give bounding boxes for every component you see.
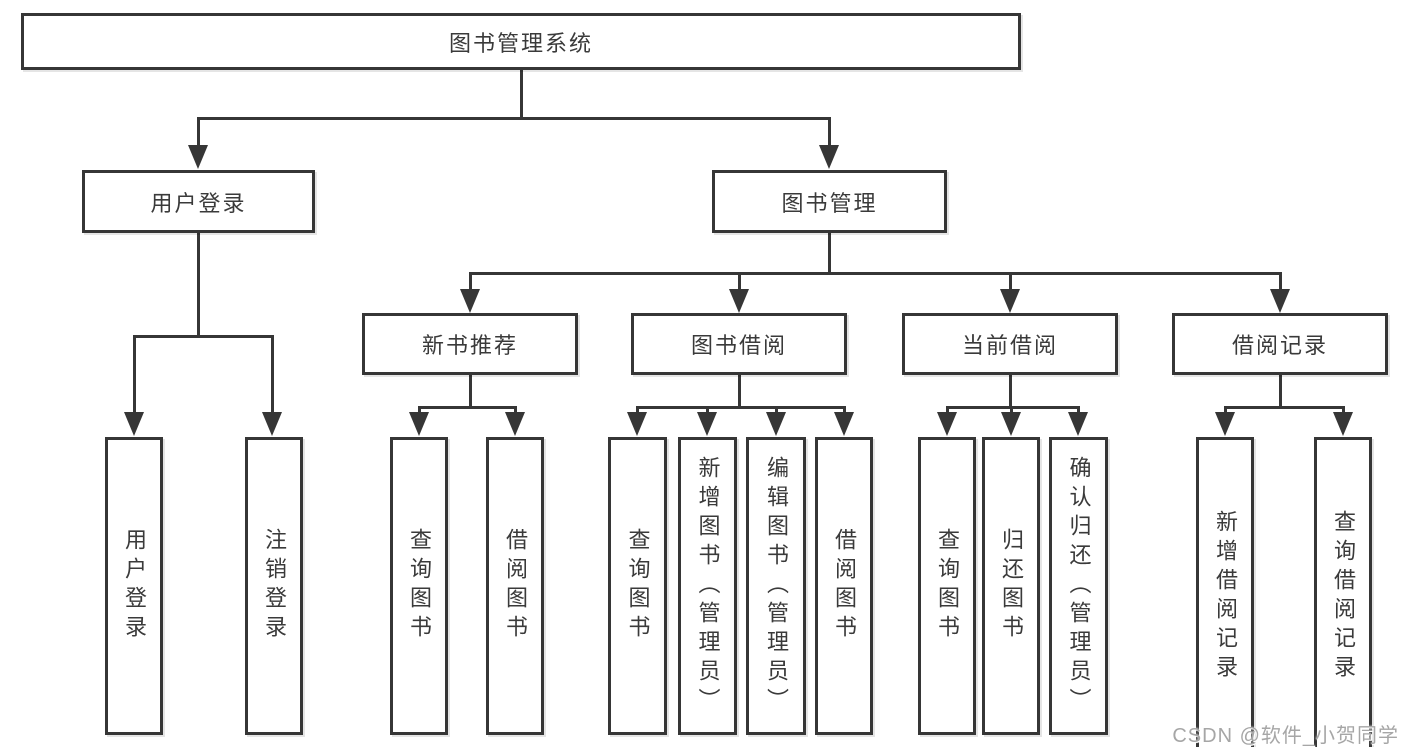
- node-borrow-records: 借阅记录: [1172, 313, 1388, 375]
- arrow-down-icon: [1215, 412, 1235, 436]
- node-root: 图书管理系统: [21, 13, 1021, 70]
- leaf-edit-books-admin: 编辑图书（管理员）: [746, 437, 806, 735]
- arrow-down-icon: [409, 412, 429, 436]
- arrow-down-icon: [188, 145, 208, 169]
- leaf-return-books: 归还图书: [982, 437, 1040, 735]
- leaf-borrow-books-2: 借阅图书: [815, 437, 873, 735]
- connector-recommend-horizontal: [418, 406, 516, 409]
- connector-bookmgmt-horizontal: [469, 272, 1281, 275]
- connector-userlogin-stub: [197, 233, 200, 335]
- arrow-down-icon: [1000, 289, 1020, 313]
- connector-arrow-shaft: [418, 406, 421, 414]
- connector-arrow-shaft: [946, 406, 949, 414]
- connector-arrow-shaft: [706, 406, 709, 414]
- arrow-down-icon: [124, 412, 144, 436]
- connector-arrow-shaft: [636, 406, 639, 414]
- leaf-add-books-admin: 新增图书（管理员）: [678, 437, 737, 735]
- node-book-management: 图书管理: [712, 170, 947, 233]
- arrow-down-icon: [627, 412, 647, 436]
- connector-current-stub: [1009, 375, 1012, 406]
- connector-recommend-stub: [469, 375, 472, 406]
- connector-arrow-shaft: [1077, 406, 1080, 414]
- connector-borrow-stub: [738, 375, 741, 406]
- leaf-query-borrow-record: 查询借阅记录: [1314, 437, 1372, 747]
- arrow-down-icon: [834, 412, 854, 436]
- csdn-watermark: CSDN @软件_小贺同学: [1172, 725, 1399, 747]
- connector-arrow-bookmgmt-shaft: [828, 117, 831, 145]
- arrow-down-icon: [1270, 289, 1290, 313]
- leaf-user-login: 用户登录: [105, 437, 163, 735]
- connector-arrow-shaft: [775, 406, 778, 414]
- connector-arrow-shaft: [1009, 272, 1012, 289]
- arrow-down-icon: [505, 412, 525, 436]
- connector-borrow-horizontal: [636, 406, 845, 409]
- node-current-borrow: 当前借阅: [902, 313, 1118, 375]
- leaf-query-books-3: 查询图书: [918, 437, 976, 735]
- connector-arrow-shaft: [843, 406, 846, 414]
- leaf-confirm-return-admin: 确认归还（管理员）: [1049, 437, 1108, 735]
- arrow-down-icon: [460, 289, 480, 313]
- connector-arrow-shaft: [1342, 406, 1345, 414]
- node-new-book-recommend: 新书推荐: [362, 313, 578, 375]
- connector-arrow-shaft: [514, 406, 517, 414]
- connector-arrow-shaft: [271, 335, 274, 412]
- connector-root-stub: [520, 69, 523, 117]
- connector-records-horizontal: [1224, 406, 1344, 409]
- leaf-logout: 注销登录: [245, 437, 303, 735]
- arrow-down-icon: [766, 412, 786, 436]
- leaf-query-books: 查询图书: [390, 437, 448, 735]
- connector-root-horizontal: [197, 117, 830, 120]
- arrow-down-icon: [937, 412, 957, 436]
- connector-arrow-shaft: [738, 272, 741, 289]
- connector-records-stub: [1279, 375, 1282, 406]
- connector-arrow-shaft: [469, 272, 472, 289]
- connector-arrow-userlogin-shaft: [197, 117, 200, 145]
- leaf-query-books-2: 查询图书: [608, 437, 667, 735]
- arrow-down-icon: [1333, 412, 1353, 436]
- connector-arrow-shaft: [1010, 406, 1013, 414]
- connector-userlogin-horizontal: [133, 335, 273, 338]
- arrow-down-icon: [729, 289, 749, 313]
- leaf-borrow-books: 借阅图书: [486, 437, 544, 735]
- arrow-down-icon: [262, 412, 282, 436]
- connector-bookmgmt-stub: [828, 233, 831, 272]
- connector-arrow-shaft: [1224, 406, 1227, 414]
- leaf-add-borrow-record: 新增借阅记录: [1196, 437, 1254, 747]
- arrow-down-icon: [1001, 412, 1021, 436]
- connector-arrow-shaft: [1279, 272, 1282, 289]
- node-book-borrow: 图书借阅: [631, 313, 847, 375]
- node-user-login: 用户登录: [82, 170, 315, 233]
- connector-arrow-shaft: [133, 335, 136, 412]
- arrow-down-icon: [697, 412, 717, 436]
- arrow-down-icon: [819, 145, 839, 169]
- arrow-down-icon: [1068, 412, 1088, 436]
